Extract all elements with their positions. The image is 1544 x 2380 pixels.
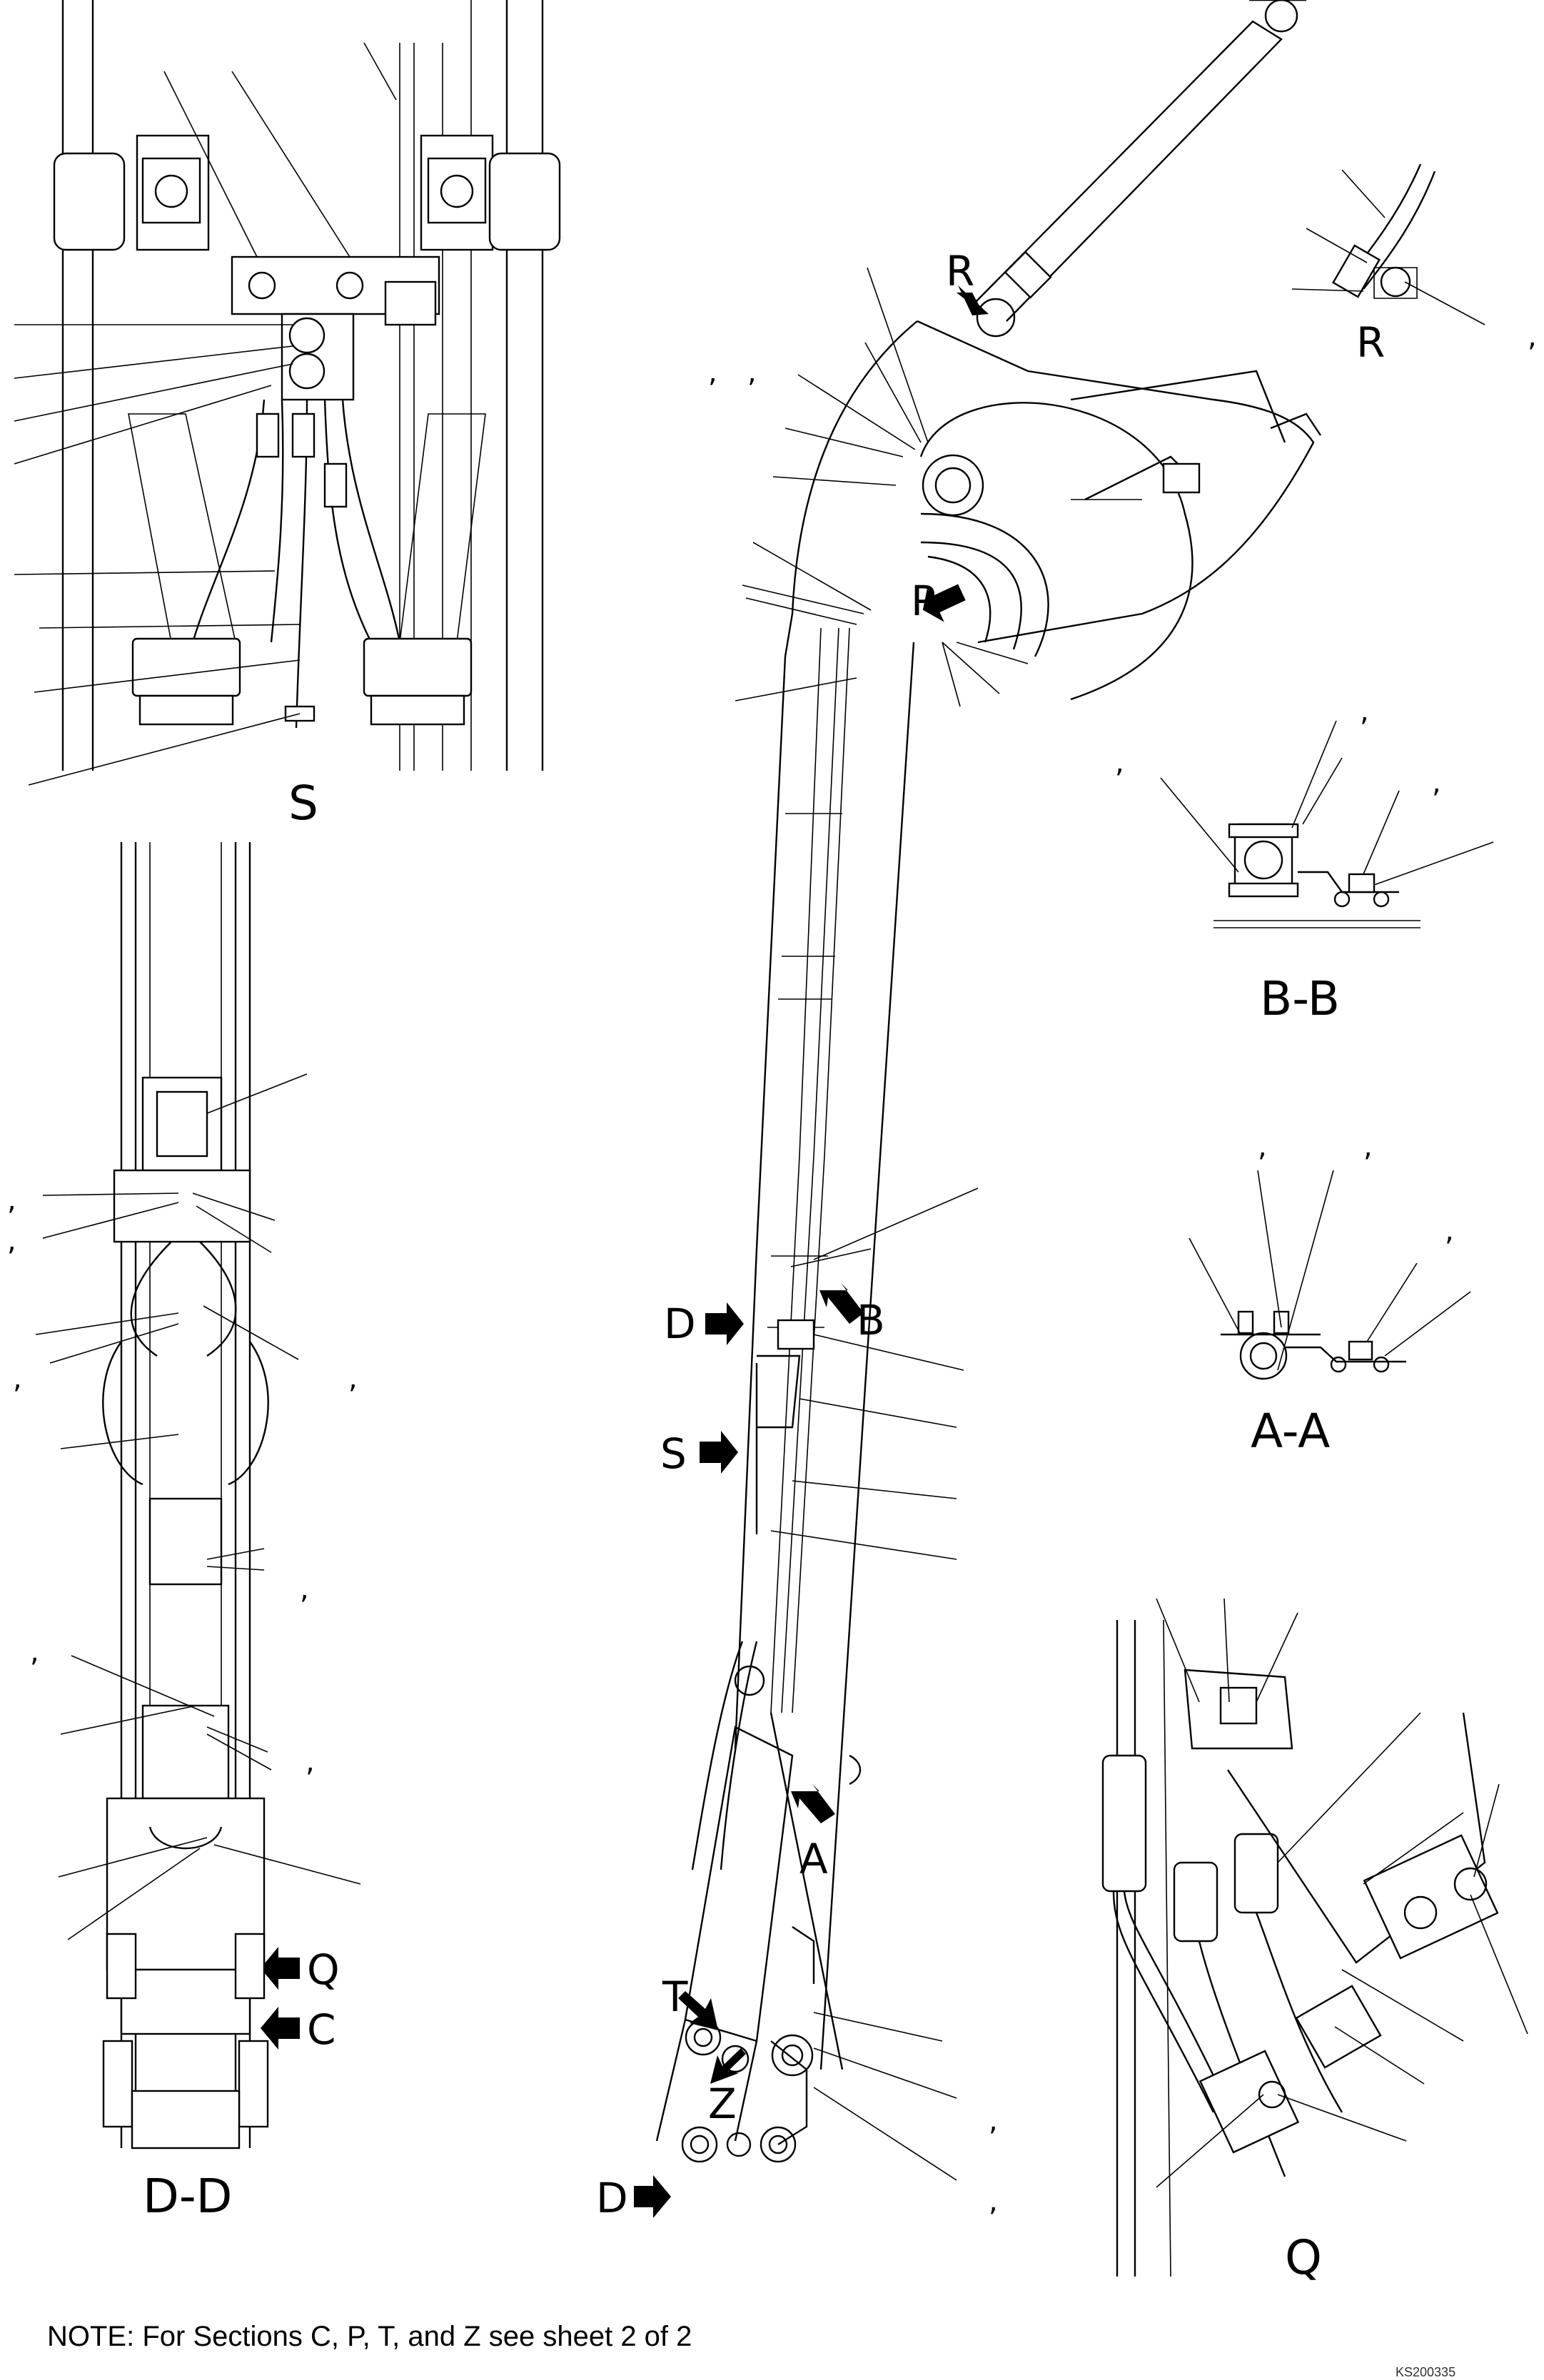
comma: ,	[1360, 695, 1369, 728]
comma: ,	[13, 1362, 22, 1395]
comma: ,	[300, 1573, 309, 1606]
arrow-label-b: B	[857, 1296, 885, 1345]
comma: ,	[1258, 1130, 1267, 1163]
arrow-label-d-top: D	[664, 1300, 696, 1348]
comma: ,	[1528, 320, 1537, 353]
view-r-label: R	[1356, 318, 1385, 367]
arrow-label-q: Q	[307, 1945, 340, 1994]
arrow-label-s: S	[660, 1429, 687, 1478]
drawing-code: KS200335	[1396, 2365, 1456, 2379]
view-s-label: S	[288, 776, 318, 831]
view-s-leaders	[14, 42, 397, 786]
view-dd-label: D-D	[143, 2169, 232, 2224]
arrow-label-d-bottom: D	[596, 2174, 628, 2222]
main-view-leaders	[735, 267, 1029, 2181]
arrow-label-a: A	[799, 1835, 828, 1883]
arrow-label-p: P	[911, 577, 936, 625]
comma: ,	[1445, 1215, 1454, 1247]
view-aa-section	[1189, 1170, 1471, 1380]
section-note: NOTE: For Sections C, P, T, and Z see sh…	[47, 2321, 692, 2352]
arrow-label-z: Z	[708, 2080, 737, 2128]
view-q-label: Q	[1285, 2230, 1322, 2285]
comma: ,	[747, 356, 757, 389]
comma: ,	[30, 1636, 39, 1668]
arrow-label-r: R	[946, 247, 974, 295]
view-bb-section	[1160, 720, 1494, 928]
comma: ,	[989, 2105, 998, 2137]
arrow-label-c: C	[307, 2005, 336, 2054]
comma: ,	[1363, 1130, 1373, 1163]
view-bb-label: B-B	[1260, 971, 1340, 1026]
view-q-detail	[1101, 1598, 1528, 2277]
comma: ,	[7, 1225, 16, 1257]
comma: ,	[708, 356, 717, 389]
view-dd-leaders	[35, 1073, 361, 1940]
view-dd-detail	[102, 842, 269, 2149]
view-arrows	[261, 285, 989, 2218]
comma: ,	[989, 2185, 998, 2218]
comma: ,	[306, 1746, 315, 1778]
view-aa-label: A-A	[1251, 1404, 1330, 1459]
comma: ,	[1115, 746, 1124, 779]
arrow-label-t: T	[662, 1973, 688, 2021]
view-r-detail	[1291, 163, 1485, 325]
view-s-detail	[53, 0, 561, 771]
comma: ,	[1432, 766, 1441, 799]
main-boom-side-view	[655, 0, 1321, 2163]
comma: ,	[348, 1362, 358, 1395]
comma: ,	[7, 1184, 16, 1217]
